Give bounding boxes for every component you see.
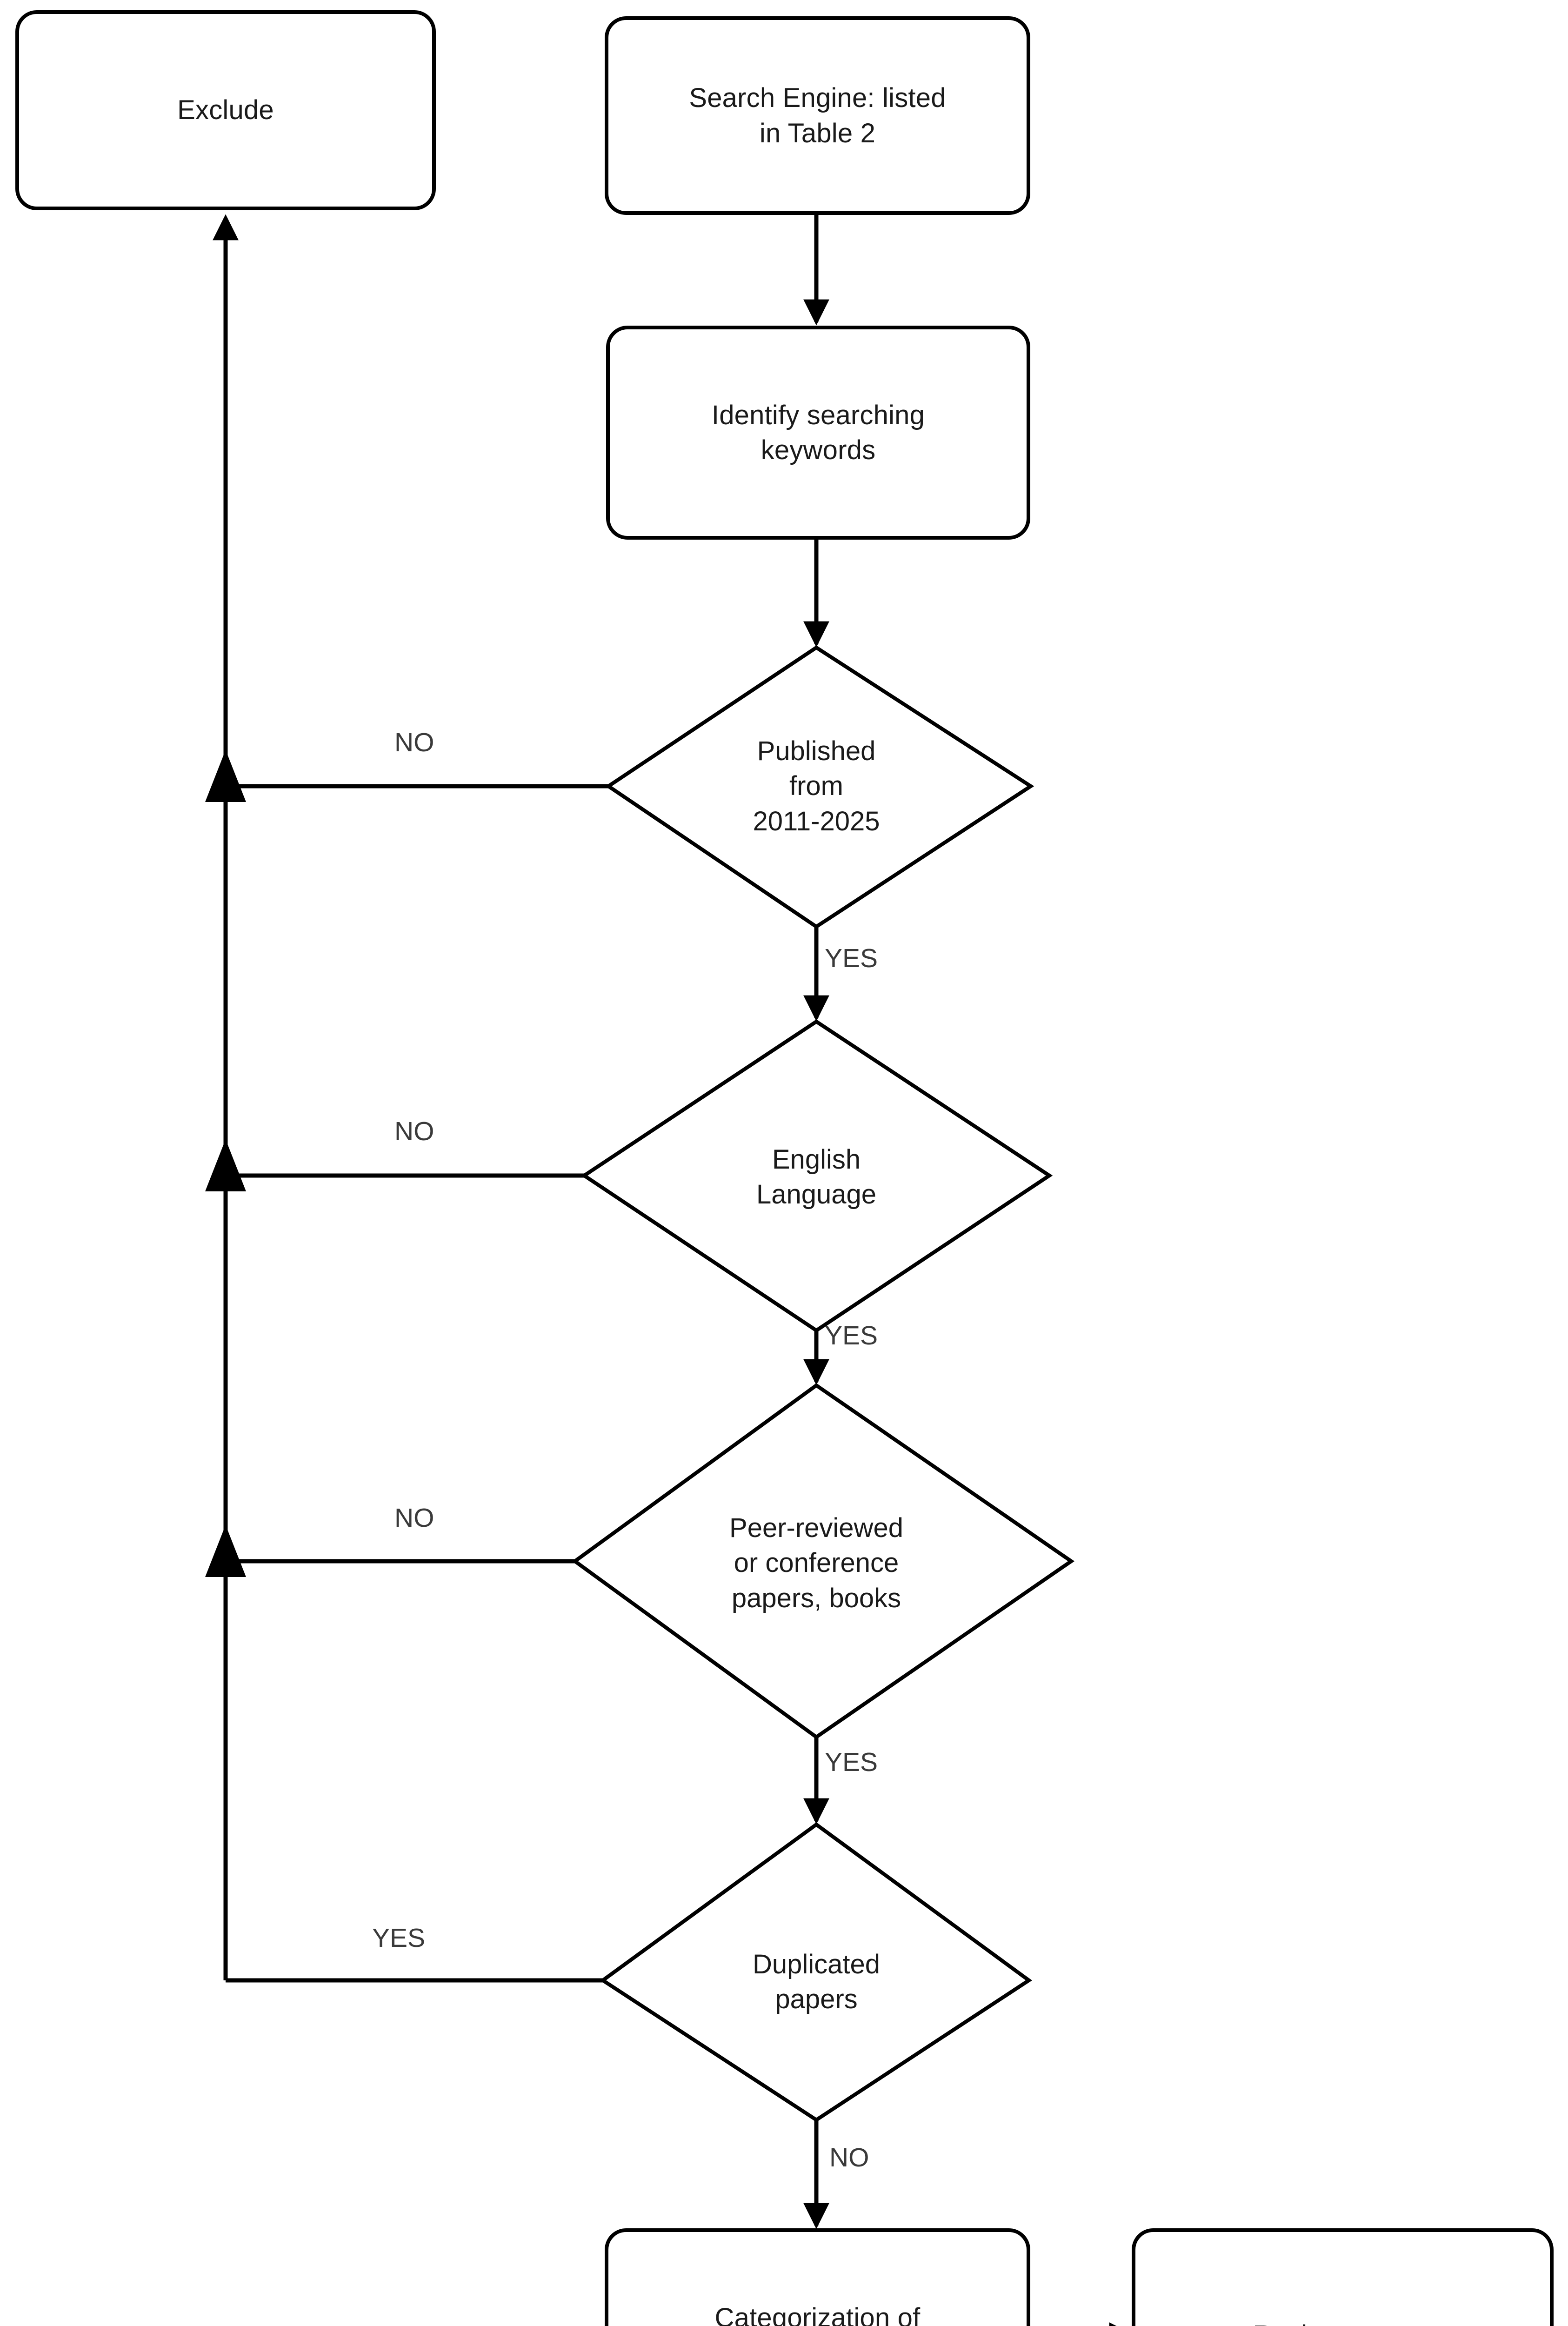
edge-label-published-yes: YES	[825, 943, 878, 973]
edge-label-english-yes: YES	[825, 1321, 878, 1350]
arrowhead-english-no	[205, 1139, 246, 1191]
node-search-engine[interactable]: Search Engine: listed in Table 2	[605, 16, 1030, 215]
node-review-papers-label: Review papers	[1244, 2318, 1441, 2326]
node-identify-keywords[interactable]: Identify searching keywords	[606, 326, 1030, 540]
node-search-engine-label: Search Engine: listed in Table 2	[689, 83, 946, 148]
node-categorization-label: Categorization of selected papers	[714, 2302, 921, 2326]
node-exclude[interactable]: Exclude	[15, 10, 436, 210]
edge-label-peer-no: NO	[394, 1503, 434, 1533]
node-review-papers[interactable]: Review papers	[1132, 2228, 1554, 2326]
edge-label-published-no: NO	[394, 728, 434, 757]
node-identify-keywords-label: Identify searching keywords	[711, 400, 925, 465]
arrowhead-peer-no	[205, 1525, 246, 1577]
node-exclude-label: Exclude	[177, 95, 274, 126]
edge-label-duplicated-yes: YES	[372, 1923, 426, 1953]
edge-label-peer-yes: YES	[825, 1747, 878, 1777]
edge-label-english-no: NO	[394, 1116, 434, 1146]
node-categorization[interactable]: Categorization of selected papers	[605, 2228, 1030, 2326]
edge-label-duplicated-no: NO	[829, 2143, 869, 2172]
arrowhead-published-no	[205, 750, 246, 802]
